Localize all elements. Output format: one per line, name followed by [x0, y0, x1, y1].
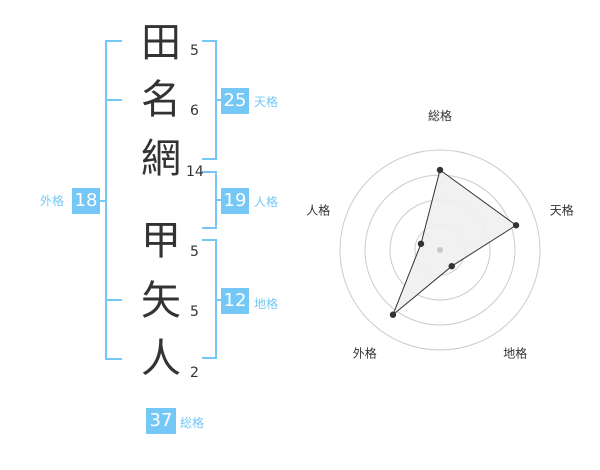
earth-badge: 12 [221, 288, 249, 314]
name-char-5: 矢 [141, 278, 181, 324]
radar-axis-label-4: 外格 [353, 346, 377, 361]
name-char-3: 網 [141, 136, 181, 182]
stroke-count-4: 5 [190, 244, 199, 260]
radar-axis-label-2: 天格 [550, 202, 574, 217]
person-badge: 19 [221, 188, 249, 214]
radar-axis-label-3: 地格 [503, 346, 527, 361]
name-char-2: 名 [141, 77, 181, 123]
stroke-count-5: 5 [190, 304, 199, 320]
heaven-badge: 25 [221, 88, 249, 114]
earth-label: 地格 [254, 297, 279, 311]
radar-axis-label-1: 総格 [428, 108, 452, 123]
name-char-1: 田 [141, 20, 181, 66]
stroke-count-3: 14 [186, 164, 204, 180]
radar-ring-4 [339, 149, 541, 351]
radar-polygon [392, 169, 517, 316]
heaven-label: 天格 [254, 95, 279, 109]
radar-point-2 [512, 222, 520, 229]
radar-point-4 [389, 311, 397, 318]
radar-point-5 [417, 240, 425, 248]
stroke-count-1: 5 [190, 43, 199, 59]
name-char-4: 甲 [141, 218, 181, 264]
total-badge: 37 [146, 408, 176, 434]
person-label: 人格 [254, 195, 279, 209]
stroke-count-2: 6 [190, 103, 199, 119]
total-label: 総格 [180, 416, 205, 430]
outer-badge: 18 [72, 188, 100, 214]
radar-point-3 [448, 262, 455, 270]
name-char-6: 人 [141, 336, 181, 382]
radar-axis-label-5: 人格 [306, 202, 330, 217]
radar-center-dot [437, 247, 443, 253]
radar-point-1 [436, 166, 444, 174]
outer-label: 外格 [40, 194, 65, 208]
stroke-count-6: 2 [190, 365, 199, 381]
